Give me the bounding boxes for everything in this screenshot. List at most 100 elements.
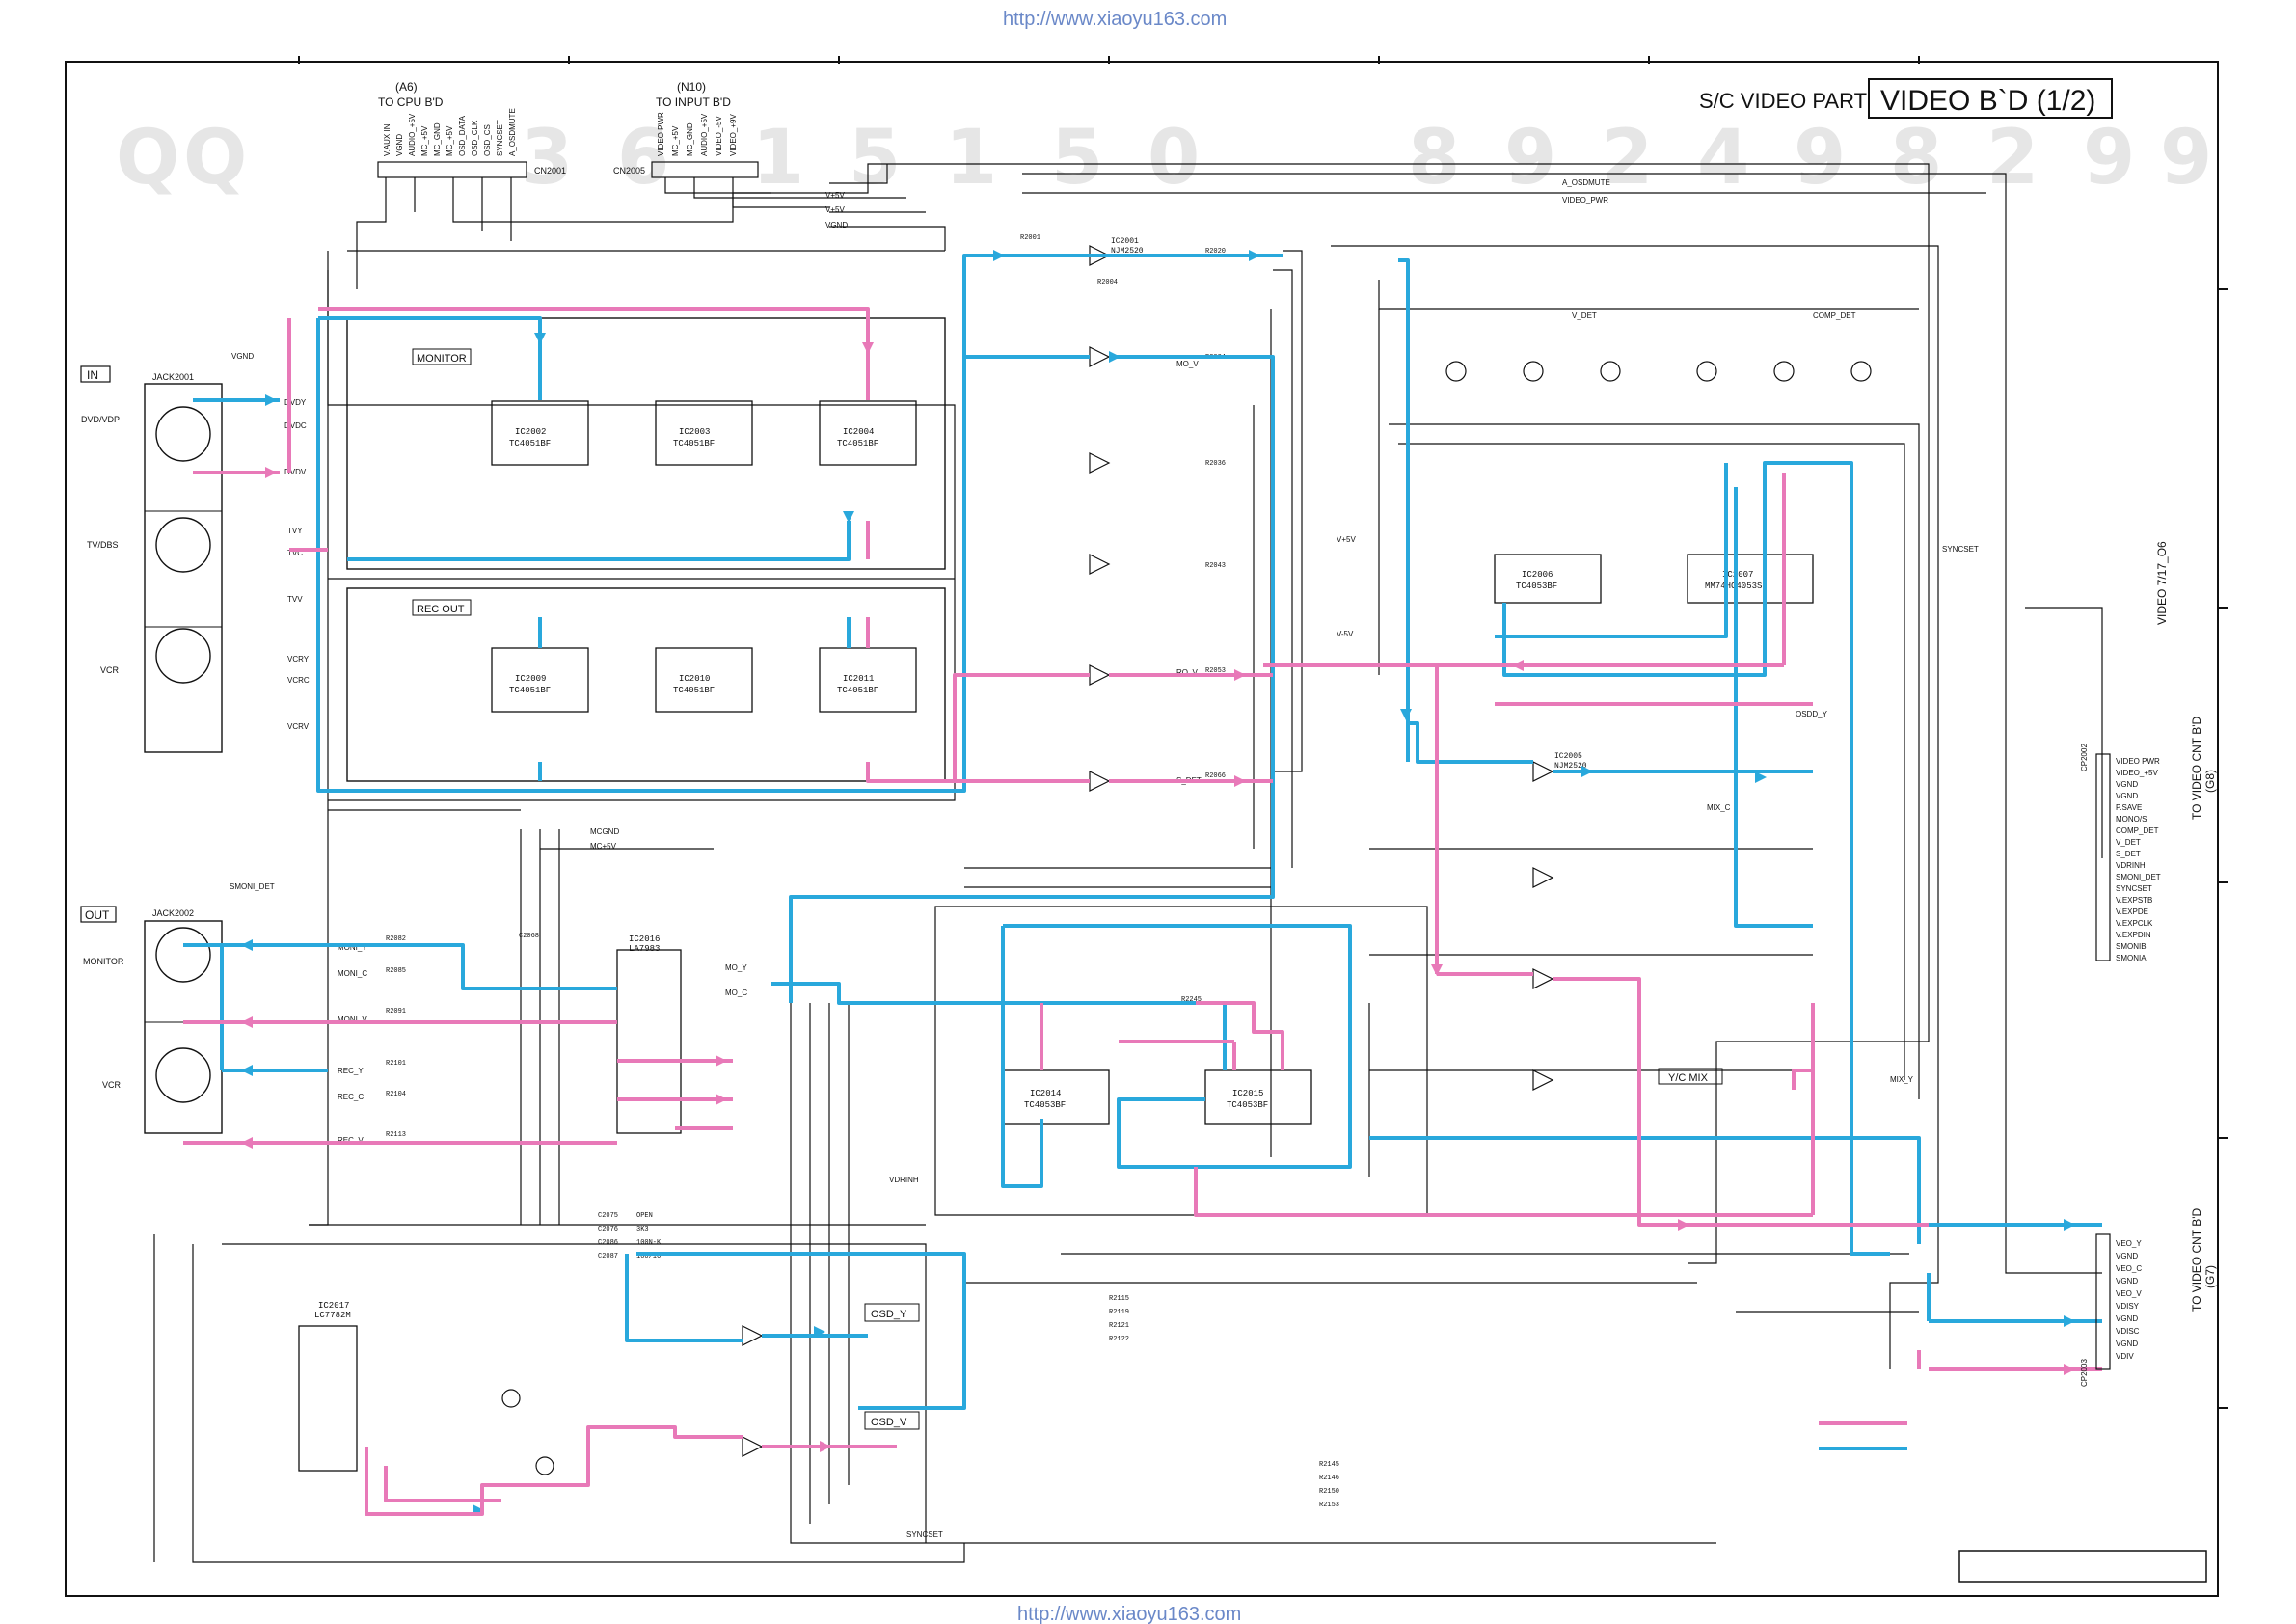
- svg-text:TC4053BF: TC4053BF: [1516, 582, 1557, 591]
- svg-text:MIX_C: MIX_C: [1707, 803, 1731, 812]
- svg-text:TVV: TVV: [287, 595, 303, 604]
- svg-text:V+5V: V+5V: [825, 205, 845, 214]
- svg-text:R2146: R2146: [1319, 1475, 1339, 1482]
- svg-text:MONI_V: MONI_V: [338, 1015, 367, 1024]
- ic2007: IC2007 MM74HC4053SJ: [1687, 554, 1814, 604]
- svg-text:DVDC: DVDC: [284, 421, 307, 430]
- svg-text:R2036: R2036: [1205, 460, 1226, 468]
- svg-text:VGND: VGND: [2116, 1252, 2138, 1260]
- connector-cn2005: (N10) TO INPUT B'D CN2005 VIDEO PWR MC_+…: [613, 80, 759, 178]
- svg-text:CN2001: CN2001: [534, 166, 566, 176]
- svg-text:9: 9: [2160, 115, 2212, 202]
- svg-text:VCRC: VCRC: [287, 676, 310, 685]
- svg-text:R2119: R2119: [1109, 1309, 1129, 1316]
- video-717-label: VIDEO 7/17_O6: [2155, 541, 2169, 625]
- svg-text:R2104: R2104: [386, 1091, 406, 1098]
- ic2015: IC2015 TC4053BF: [1204, 1069, 1312, 1125]
- svg-text:(N10): (N10): [677, 80, 706, 94]
- svg-text:V.EXPSTB: V.EXPSTB: [2116, 896, 2152, 905]
- svg-text:8: 8: [1890, 115, 1942, 202]
- svg-text:TC4051BF: TC4051BF: [673, 439, 715, 448]
- svg-text:VIDEO PWR: VIDEO PWR: [657, 112, 665, 156]
- ic2017: IC2017 LC7782M: [298, 1301, 358, 1472]
- svg-text:V-5V: V-5V: [1337, 630, 1354, 638]
- ic2011: IC2011 TC4051BF: [819, 647, 917, 713]
- svg-text:IC2005: IC2005: [1554, 752, 1582, 761]
- svg-text:R2020: R2020: [1205, 248, 1226, 256]
- signal-path-pink: [183, 307, 2102, 1516]
- svg-text:REC_C: REC_C: [338, 1093, 364, 1101]
- svg-text:VGND: VGND: [2116, 780, 2138, 789]
- connector-cp2003: CP2003 VEO_Y VGND VEO_C VGND VEO_V VDISY…: [2080, 1207, 2217, 1387]
- svg-text:OSD_Y: OSD_Y: [871, 1309, 907, 1320]
- svg-text:MONO/S: MONO/S: [2116, 815, 2147, 824]
- svg-text:C2086: C2086: [598, 1239, 618, 1247]
- svg-text:0: 0: [1148, 115, 1200, 202]
- svg-text:MO_V: MO_V: [1176, 360, 1199, 368]
- ic2014: IC2014 TC4053BF: [1002, 1069, 1110, 1125]
- svg-text:VGND: VGND: [2116, 1314, 2138, 1323]
- in-label: IN: [87, 368, 98, 382]
- url-bottom[interactable]: http://www.xiaoyu163.com: [1017, 1604, 1241, 1624]
- svg-text:IC2014: IC2014: [1030, 1089, 1061, 1098]
- svg-text:R2085: R2085: [386, 967, 406, 975]
- detector-tags: V_DET COMP_DET SYNCSET: [1572, 311, 1979, 554]
- svg-text:JACK2002: JACK2002: [152, 908, 194, 918]
- svg-text:V+5V: V+5V: [1337, 535, 1356, 544]
- svg-text:R2001: R2001: [1020, 234, 1040, 242]
- ic2003: IC2003 TC4051BF: [655, 400, 753, 466]
- svg-text:(G7): (G7): [2203, 1265, 2217, 1288]
- svg-text:VDIV: VDIV: [2116, 1352, 2134, 1361]
- svg-text:COMP_DET: COMP_DET: [1813, 311, 1856, 320]
- monitor-block: MONITOR IC2002 TC4051BF IC2003 TC4051BF …: [346, 317, 946, 570]
- svg-text:IC2009: IC2009: [515, 674, 546, 684]
- board-title: VIDEO B`D (1/2): [1880, 85, 2095, 117]
- ic2004: IC2004 TC4051BF: [819, 400, 917, 466]
- svg-text:MCGND: MCGND: [590, 827, 619, 836]
- svg-text:VEO_V: VEO_V: [2116, 1289, 2142, 1298]
- svg-text:A_OSDMUTE: A_OSDMUTE: [1562, 178, 1610, 187]
- svg-text:A_OSDMUTE: A_OSDMUTE: [508, 108, 517, 156]
- svg-text:1: 1: [752, 115, 804, 202]
- svg-text:VIDEO_+9V: VIDEO_+9V: [729, 114, 738, 156]
- svg-text:TC4051BF: TC4051BF: [509, 686, 551, 695]
- svg-text:8: 8: [1408, 115, 1460, 202]
- svg-text:MONI_C: MONI_C: [338, 969, 367, 978]
- svg-text:C2068: C2068: [519, 933, 539, 940]
- svg-text:LC7782M: LC7782M: [314, 1311, 351, 1320]
- svg-text:TC4051BF: TC4051BF: [837, 439, 878, 448]
- svg-text:Y/C MIX: Y/C MIX: [1668, 1072, 1709, 1084]
- svg-text:DVD/VDP: DVD/VDP: [81, 415, 120, 424]
- svg-text:MC+5V: MC+5V: [590, 842, 617, 851]
- svg-text:DVDV: DVDV: [284, 468, 307, 476]
- svg-text:AUDIO_+5V: AUDIO_+5V: [700, 113, 709, 156]
- legend: [1819, 1421, 1907, 1450]
- svg-text:SMONI_DET: SMONI_DET: [230, 882, 275, 891]
- ic2002: IC2002 TC4051BF: [491, 400, 589, 466]
- svg-text:VCRY: VCRY: [287, 655, 310, 663]
- url-top[interactable]: http://www.xiaoyu163.com: [1003, 9, 1227, 30]
- svg-text:VDISY: VDISY: [2116, 1302, 2140, 1311]
- svg-text:TVC: TVC: [287, 549, 303, 557]
- svg-text:TC4053BF: TC4053BF: [1024, 1100, 1066, 1110]
- watermark: Q Q 3 6 1 5 1 5 0 8 9 2 4 9 8 2 9 9: [116, 115, 2212, 202]
- svg-text:JACK2001: JACK2001: [152, 372, 194, 382]
- svg-text:LA7983: LA7983: [629, 944, 660, 954]
- svg-text:REC_V: REC_V: [338, 1136, 364, 1145]
- svg-text:3: 3: [521, 115, 573, 202]
- svg-text:CP2003: CP2003: [2080, 1359, 2089, 1387]
- svg-text:MO_C: MO_C: [725, 988, 747, 997]
- svg-text:9: 9: [1504, 115, 1556, 202]
- svg-text:SMONI_DET: SMONI_DET: [2116, 873, 2161, 881]
- svg-text:R2153: R2153: [1319, 1502, 1339, 1509]
- svg-text:4: 4: [1697, 115, 1749, 202]
- svg-text:VGND: VGND: [825, 221, 848, 230]
- svg-text:VGND: VGND: [395, 134, 404, 156]
- svg-text:C2076: C2076: [598, 1226, 618, 1233]
- svg-text:OSD_V: OSD_V: [871, 1417, 907, 1428]
- svg-text:VIDEO_+5V: VIDEO_+5V: [2116, 769, 2158, 777]
- svg-text:R2053: R2053: [1205, 667, 1226, 675]
- svg-text:VIDEO PWR: VIDEO PWR: [2116, 757, 2160, 766]
- svg-text:IC2010: IC2010: [679, 674, 710, 684]
- op-amp-labels: IC2001 NJM2520 IC2005 NJM2520: [1111, 237, 1587, 771]
